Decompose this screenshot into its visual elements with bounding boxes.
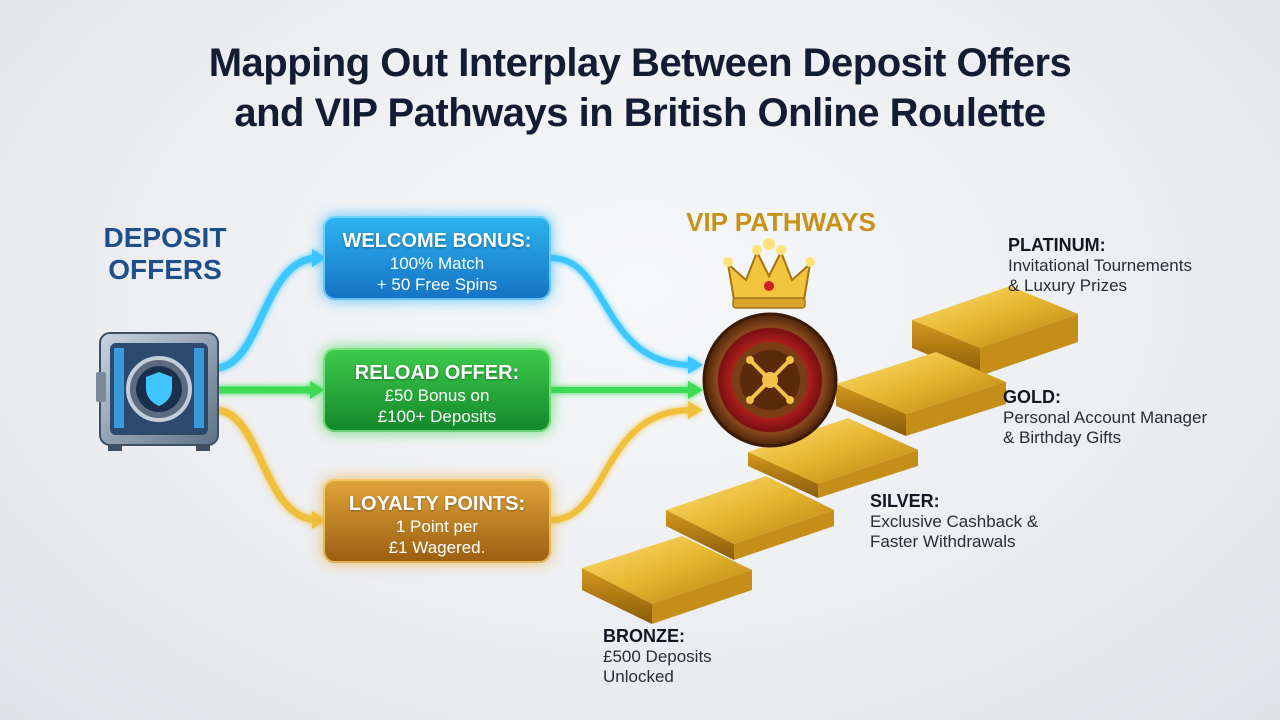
page-title: Mapping Out Interplay Between Deposit Of… <box>0 38 1280 138</box>
crown-icon <box>723 238 815 309</box>
tier-bronze-name: BRONZE: <box>603 626 685 646</box>
loyalty-points-line-2: £1 Wagered. <box>388 538 486 557</box>
tier-bronze: BRONZE: £500 Deposits Unlocked <box>603 625 712 687</box>
welcome-bonus-line-2: + 50 Free Spins <box>376 275 498 294</box>
loyalty-points-line-1: 1 Point per <box>395 517 479 536</box>
reload-offer-box: RELOAD OFFER: £50 Bonus on £100+ Deposit… <box>323 348 551 432</box>
welcome-bonus-title: WELCOME BONUS: <box>342 230 532 252</box>
title-line-2: and VIP Pathways in British Online Roule… <box>234 91 1046 135</box>
flow-safe-to-reload <box>215 381 324 399</box>
reload-offer-line-2: £100+ Deposits <box>377 407 497 426</box>
loyalty-points-title: LOYALTY POINTS: <box>348 493 526 515</box>
tier-bronze-line-1: £500 Deposits <box>603 647 712 666</box>
tier-silver-name: SILVER: <box>870 491 940 511</box>
loyalty-points-box: LOYALTY POINTS: 1 Point per £1 Wagered. <box>323 479 551 563</box>
tier-silver-line-2: Faster Withdrawals <box>870 532 1016 551</box>
flow-loyalty-to-vip <box>550 401 703 523</box>
bronze-upper-step <box>666 476 834 560</box>
title-line-1: Mapping Out Interplay Between Deposit Of… <box>208 41 1072 85</box>
roulette-wheel-icon <box>702 312 838 448</box>
tier-gold-line-2: & Birthday Gifts <box>1003 428 1122 447</box>
flow-reload-to-vip <box>551 381 703 399</box>
tier-platinum-name: PLATINUM: <box>1008 235 1106 255</box>
platinum-step <box>912 286 1078 376</box>
tier-bronze-line-2: Unlocked <box>603 667 674 686</box>
deposit-label-line-1: DEPOSIT <box>103 222 227 253</box>
safe-vault-icon <box>96 332 219 451</box>
reload-offer-title: RELOAD OFFER: <box>354 362 520 384</box>
tier-platinum: PLATINUM: Invitational Tournements & Lux… <box>1008 234 1192 296</box>
welcome-bonus-line-1: 100% Match <box>389 254 485 273</box>
gold-step <box>836 352 1006 436</box>
deposit-offers-label: DEPOSIT OFFERS <box>90 222 240 286</box>
tier-silver: SILVER: Exclusive Cashback & Faster With… <box>870 490 1038 552</box>
tier-gold-line-1: Personal Account Manager <box>1003 408 1208 427</box>
tier-platinum-line-1: Invitational Tournements <box>1008 256 1192 275</box>
flow-safe-to-loyalty <box>214 406 326 529</box>
silver-step <box>748 418 918 498</box>
tier-gold-name: GOLD: <box>1003 387 1061 407</box>
deposit-label-line-2: OFFERS <box>108 254 222 285</box>
vip-pathways-label: VIP PATHWAYS <box>686 207 876 237</box>
tier-silver-line-1: Exclusive Cashback & <box>870 512 1039 531</box>
flow-welcome-to-vip <box>550 255 703 374</box>
reload-offer-line-1: £50 Bonus on <box>384 386 490 405</box>
flow-safe-to-welcome <box>214 249 326 372</box>
tier-platinum-line-2: & Luxury Prizes <box>1008 276 1128 295</box>
welcome-bonus-box: WELCOME BONUS: 100% Match + 50 Free Spin… <box>323 216 551 300</box>
bronze-step <box>582 536 752 624</box>
tier-gold: GOLD: Personal Account Manager & Birthda… <box>1003 386 1207 448</box>
